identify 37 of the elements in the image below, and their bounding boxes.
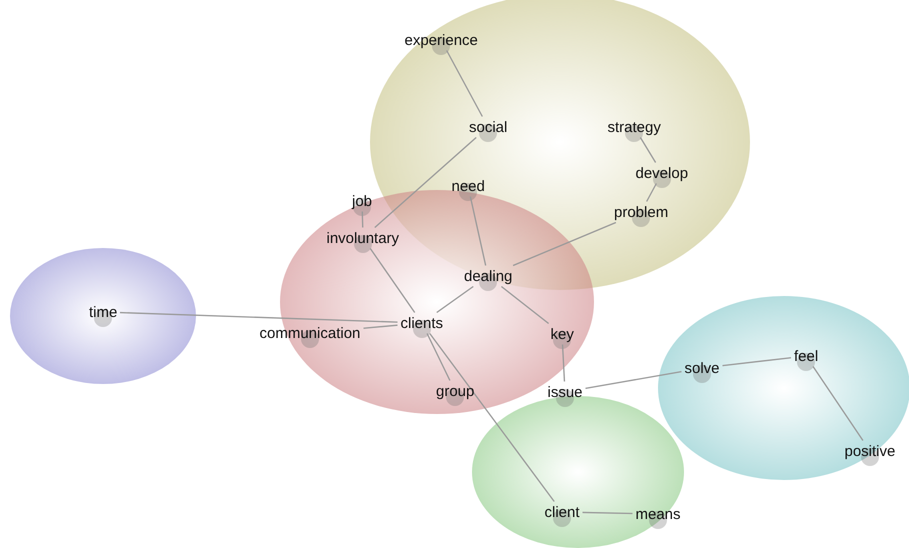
- concept-label: strategy: [606, 118, 662, 136]
- concept-label: key: [550, 326, 575, 342]
- concept-label: time: [88, 304, 118, 320]
- connector-line: [512, 222, 616, 266]
- concept-label: communication: [258, 324, 362, 342]
- concept-label: solve: [684, 360, 721, 376]
- concept-label: involuntary: [326, 230, 400, 246]
- connector-line: [812, 366, 864, 441]
- concept-label: client: [544, 504, 581, 520]
- concept-label: social: [468, 118, 508, 136]
- connector-line: [429, 333, 555, 502]
- connector-line: [640, 137, 656, 163]
- concept-label: experience: [404, 32, 479, 48]
- connector-line: [582, 512, 633, 514]
- connector-line: [363, 324, 398, 329]
- connector-line: [426, 333, 450, 381]
- concept-label: clients: [400, 314, 444, 332]
- concept-label: means: [634, 506, 682, 522]
- concept-label: need: [450, 178, 486, 194]
- connector-line: [370, 248, 416, 313]
- connector-line: [120, 312, 398, 323]
- concept-label: job: [351, 192, 374, 210]
- connector-line: [585, 370, 682, 390]
- concept-label: dealing: [463, 268, 514, 284]
- connector-line: [501, 286, 549, 324]
- connector-line: [446, 50, 483, 117]
- concept-label: positive: [844, 442, 896, 460]
- connector-line: [722, 357, 792, 366]
- connector-line: [374, 137, 477, 228]
- connector-line: [470, 196, 486, 266]
- concept-label: feel: [793, 348, 820, 364]
- connector-line: [362, 211, 364, 228]
- concept-label: issue: [546, 384, 584, 400]
- connector-line: [646, 183, 657, 202]
- concept-label: develop: [634, 164, 690, 182]
- concept-label: group: [435, 382, 476, 400]
- concept-label: problem: [613, 204, 670, 220]
